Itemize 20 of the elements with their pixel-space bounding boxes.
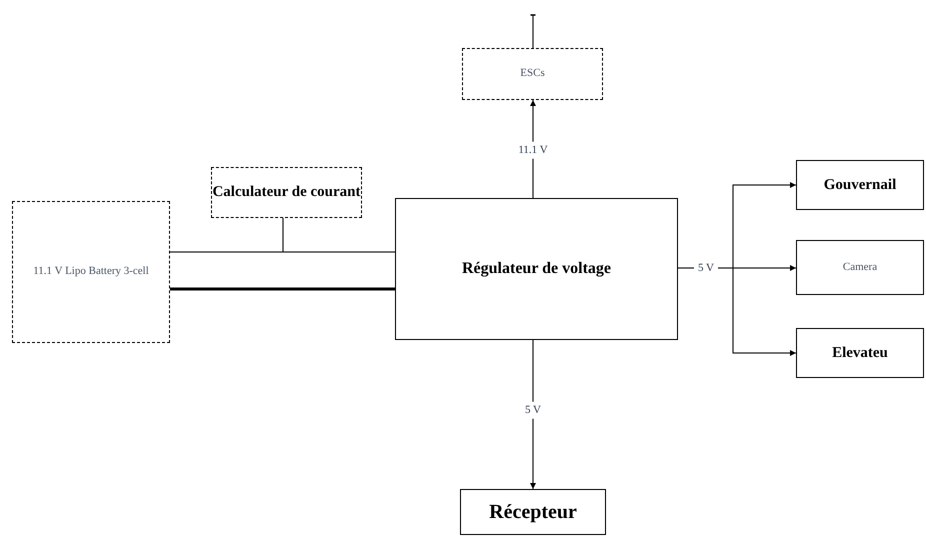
block-label: Elevateu [832, 344, 888, 362]
block-box [796, 328, 924, 378]
connector-line [530, 340, 536, 490]
block-box [211, 167, 362, 218]
connector-line [530, 14, 536, 48]
connector-line [170, 288, 395, 290]
block-box [395, 198, 678, 340]
block-box [460, 489, 606, 535]
block-box [796, 240, 924, 295]
block-label: 11.1 V Lipo Battery 3-cell [33, 265, 149, 279]
block-label: ESCs [520, 67, 545, 81]
block-box [796, 160, 924, 210]
block-box [462, 48, 603, 100]
block-label: Régulateur de voltage [462, 259, 611, 279]
block-label: Camera [842, 260, 878, 274]
block-box [12, 201, 170, 343]
block-label: Récepteur [489, 500, 577, 524]
block-label: Gouvernail [824, 176, 896, 194]
block-label: Calculateur de courant [212, 183, 361, 202]
connector-line [170, 218, 284, 252]
